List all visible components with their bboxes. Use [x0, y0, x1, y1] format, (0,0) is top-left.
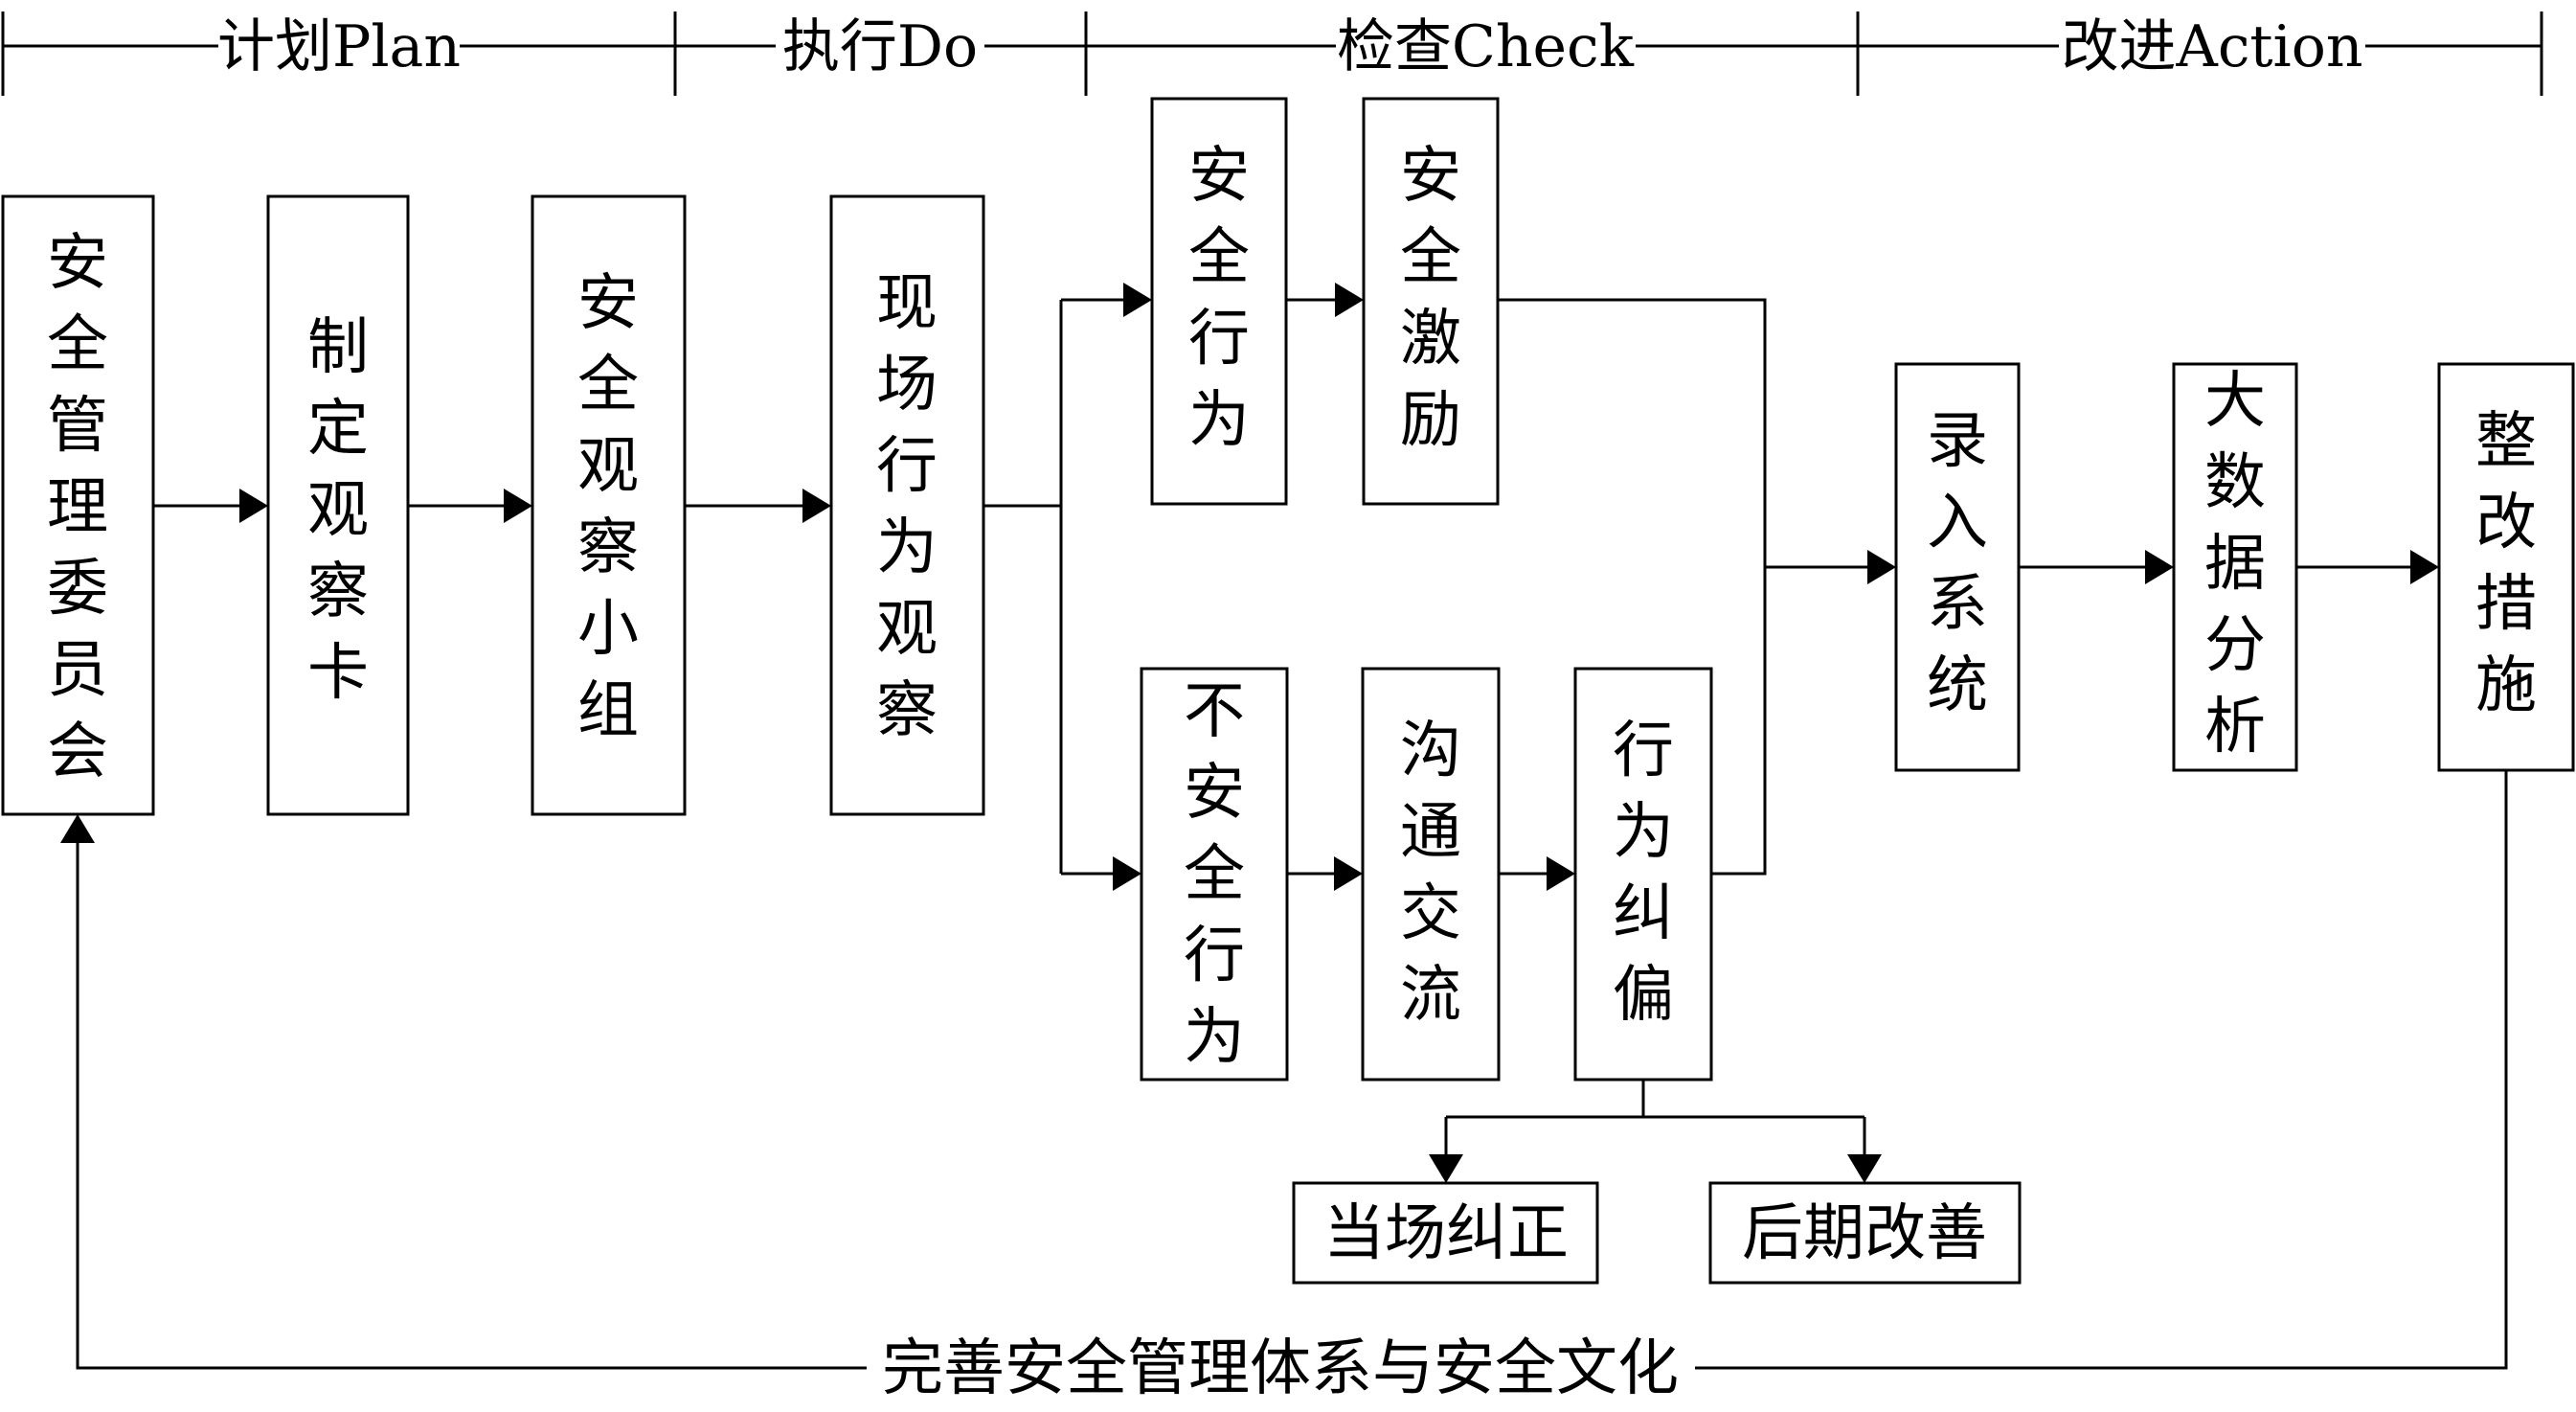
connectors — [76, 298, 2508, 1370]
arrowhead-right — [504, 489, 532, 523]
arrowhead-right — [2410, 550, 2439, 584]
feedback-label: 完善安全管理体系与安全文化 — [882, 1333, 1679, 1404]
safe-behavior-label: 安全行为 — [1188, 141, 1250, 456]
safety-incentive-box — [1362, 97, 1500, 506]
arrowhead-down — [1847, 1154, 1882, 1183]
arrowhead-right — [1547, 856, 1575, 891]
box-labels: 安全管理委员会 制定观察卡 安全观察小组 现场行为观察 安全行为 安全激励 不安… — [47, 141, 2537, 1269]
behavior-correction-box — [1573, 667, 1713, 1082]
rectification-box — [2437, 362, 2575, 772]
observation-card-box — [266, 194, 410, 816]
system-entry-box — [1894, 362, 2021, 772]
big-data-analysis-box — [2172, 362, 2298, 772]
phase-header: 计划Plan 执行Do 检查Check 改进Action — [1, 11, 2543, 96]
flow-boxes — [1, 97, 2575, 1285]
field-observation-box — [829, 194, 985, 816]
safety-incentive-label: 安全激励 — [1400, 141, 1461, 456]
safe-behavior-box — [1150, 97, 1288, 506]
big-data-analysis-label: 大数据分析 — [2204, 366, 2266, 763]
arrowhead-right — [1113, 856, 1141, 891]
arrowhead-right — [239, 489, 268, 523]
immediate-correction-box — [1292, 1181, 1599, 1285]
communication-label: 沟通交流 — [1400, 716, 1461, 1031]
observation-team-label: 安全观察小组 — [577, 268, 639, 746]
arrowheads — [60, 283, 2439, 1183]
unsafe-behavior-label: 不安全行为 — [1184, 676, 1245, 1073]
behavior-correction-label: 行为纠偏 — [1613, 716, 1674, 1031]
immediate-correction-label: 当场纠正 — [1323, 1198, 1569, 1269]
system-entry-label: 录入系统 — [1927, 406, 1988, 721]
arrowhead-right — [1335, 283, 1364, 317]
phase-label-do: 执行Do — [782, 13, 978, 80]
arrowhead-right — [2145, 550, 2174, 584]
later-improvement-box — [1708, 1181, 2022, 1285]
later-improvement-label: 后期改善 — [1742, 1198, 1987, 1269]
unsafe-behavior-box — [1140, 667, 1289, 1082]
communication-box — [1361, 667, 1501, 1082]
observation-team-box — [531, 194, 687, 816]
field-observation-label: 现场行为观察 — [876, 268, 938, 746]
arrowhead-right — [802, 489, 831, 523]
rectification-label: 整改措施 — [2475, 406, 2537, 721]
arrowhead-right — [1334, 856, 1363, 891]
feedback-loop-right — [1695, 770, 2508, 1370]
committee-label: 安全管理委员会 — [47, 228, 108, 787]
feedback-loop-left — [76, 843, 867, 1370]
arrowhead-right — [1867, 550, 1896, 584]
phase-label-check: 检查Check — [1337, 13, 1635, 80]
phase-label-action: 改进Action — [2062, 13, 2363, 80]
phase-label-plan: 计划Plan — [217, 13, 461, 80]
arrowhead-up — [60, 814, 95, 843]
connector-incentive-merge — [1498, 298, 1767, 876]
observation-card-label: 制定观察卡 — [307, 312, 369, 709]
arrowhead-down — [1429, 1154, 1463, 1183]
arrowhead-right — [1123, 283, 1152, 317]
